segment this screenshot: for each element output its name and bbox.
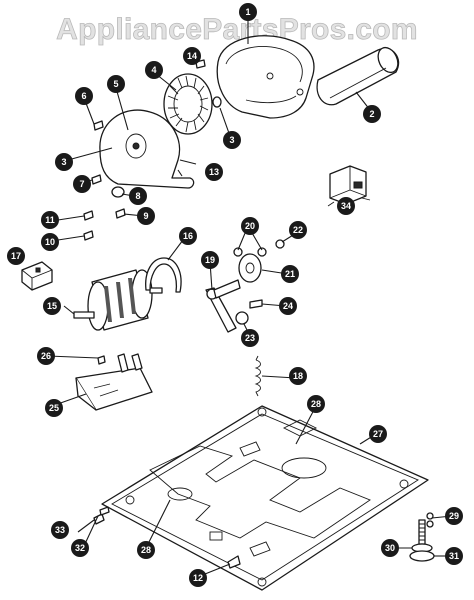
- callout-26: 26: [37, 347, 55, 365]
- callout-6: 6: [75, 87, 93, 105]
- svg-text:33: 33: [55, 525, 65, 535]
- svg-text:9: 9: [143, 211, 148, 221]
- svg-text:34: 34: [341, 201, 351, 211]
- callout-31: 31: [445, 547, 463, 565]
- callout-19: 19: [201, 251, 219, 269]
- svg-text:3: 3: [229, 135, 234, 145]
- motor-bracket-part: [75, 353, 153, 411]
- svg-text:13: 13: [209, 167, 219, 177]
- callout-1: 1: [239, 3, 257, 21]
- callout-18: 18: [289, 367, 307, 385]
- callout-21: 21: [281, 265, 299, 283]
- cover-hardware: [83, 59, 222, 241]
- svg-text:21: 21: [285, 269, 295, 279]
- svg-text:2: 2: [369, 109, 374, 119]
- svg-text:4: 4: [151, 65, 156, 75]
- callout-16: 16: [179, 227, 197, 245]
- svg-text:16: 16: [183, 231, 193, 241]
- svg-text:1: 1: [245, 7, 250, 17]
- svg-text:6: 6: [81, 91, 86, 101]
- callout-8: 8: [129, 187, 147, 205]
- callout-3a: 3: [55, 153, 73, 171]
- dryer-base-part: [101, 405, 429, 591]
- leveling-leg-part: [409, 512, 435, 562]
- callout-29: 29: [445, 507, 463, 525]
- svg-text:8: 8: [135, 191, 140, 201]
- callout-13: 13: [205, 163, 223, 181]
- svg-text:25: 25: [49, 403, 59, 413]
- callout-28a: 28: [307, 395, 325, 413]
- svg-text:14: 14: [187, 51, 197, 61]
- svg-text:20: 20: [245, 221, 255, 231]
- svg-text:15: 15: [47, 301, 57, 311]
- callout-12: 12: [189, 569, 207, 587]
- callout-20: 20: [241, 217, 259, 235]
- svg-text:5: 5: [113, 79, 118, 89]
- svg-text:28: 28: [141, 545, 151, 555]
- callout-25: 25: [45, 399, 63, 417]
- drive-motor-part: [73, 269, 163, 331]
- callout-11: 11: [41, 211, 59, 229]
- callout-33: 33: [51, 521, 69, 539]
- watermark: AppliancePartsPros.com: [56, 13, 418, 46]
- blower-housing-part: [216, 35, 315, 119]
- callout-24: 24: [279, 297, 297, 315]
- callout-32: 32: [71, 539, 89, 557]
- blower-wheel-part: [163, 73, 213, 135]
- callout-15: 15: [43, 297, 61, 315]
- callout-9: 9: [137, 207, 155, 225]
- svg-text:29: 29: [449, 511, 459, 521]
- svg-text:11: 11: [45, 215, 55, 225]
- idler-assembly-part: [205, 253, 263, 333]
- callout-14: 14: [183, 47, 201, 65]
- callout-23: 23: [241, 329, 259, 347]
- svg-text:7: 7: [79, 179, 84, 189]
- svg-text:23: 23: [245, 333, 255, 343]
- svg-text:10: 10: [45, 237, 55, 247]
- idler-spring-part: [254, 355, 261, 397]
- blower-cover-part: [99, 109, 195, 189]
- svg-text:3: 3: [61, 157, 66, 167]
- exhaust-duct-part: [316, 46, 400, 106]
- callout-30: 30: [381, 539, 399, 557]
- svg-text:26: 26: [41, 351, 51, 361]
- callout-34: 34: [337, 197, 355, 215]
- terminal-block-part: [21, 261, 53, 291]
- svg-text:19: 19: [205, 255, 215, 265]
- svg-text:24: 24: [283, 301, 293, 311]
- svg-text:30: 30: [385, 543, 395, 553]
- svg-text:32: 32: [75, 543, 85, 553]
- callout-17: 17: [7, 247, 25, 265]
- callout-10: 10: [41, 233, 59, 251]
- svg-text:27: 27: [373, 429, 383, 439]
- callout-2: 2: [363, 105, 381, 123]
- callout-3b: 3: [223, 131, 241, 149]
- callout-27: 27: [369, 425, 387, 443]
- callout-28b: 28: [137, 541, 155, 559]
- svg-text:31: 31: [449, 551, 459, 561]
- callout-7: 7: [73, 175, 91, 193]
- motor-strap-part: [145, 257, 182, 293]
- thermostat-part: [327, 165, 371, 207]
- base-clips: [93, 506, 241, 569]
- callout-5: 5: [107, 75, 125, 93]
- svg-text:12: 12: [193, 573, 203, 583]
- svg-text:28: 28: [311, 399, 321, 409]
- svg-text:22: 22: [293, 225, 303, 235]
- idler-washers: [233, 239, 285, 257]
- callout-22: 22: [289, 221, 307, 239]
- svg-text:18: 18: [293, 371, 303, 381]
- callout-4: 4: [145, 61, 163, 79]
- svg-text:17: 17: [11, 251, 21, 261]
